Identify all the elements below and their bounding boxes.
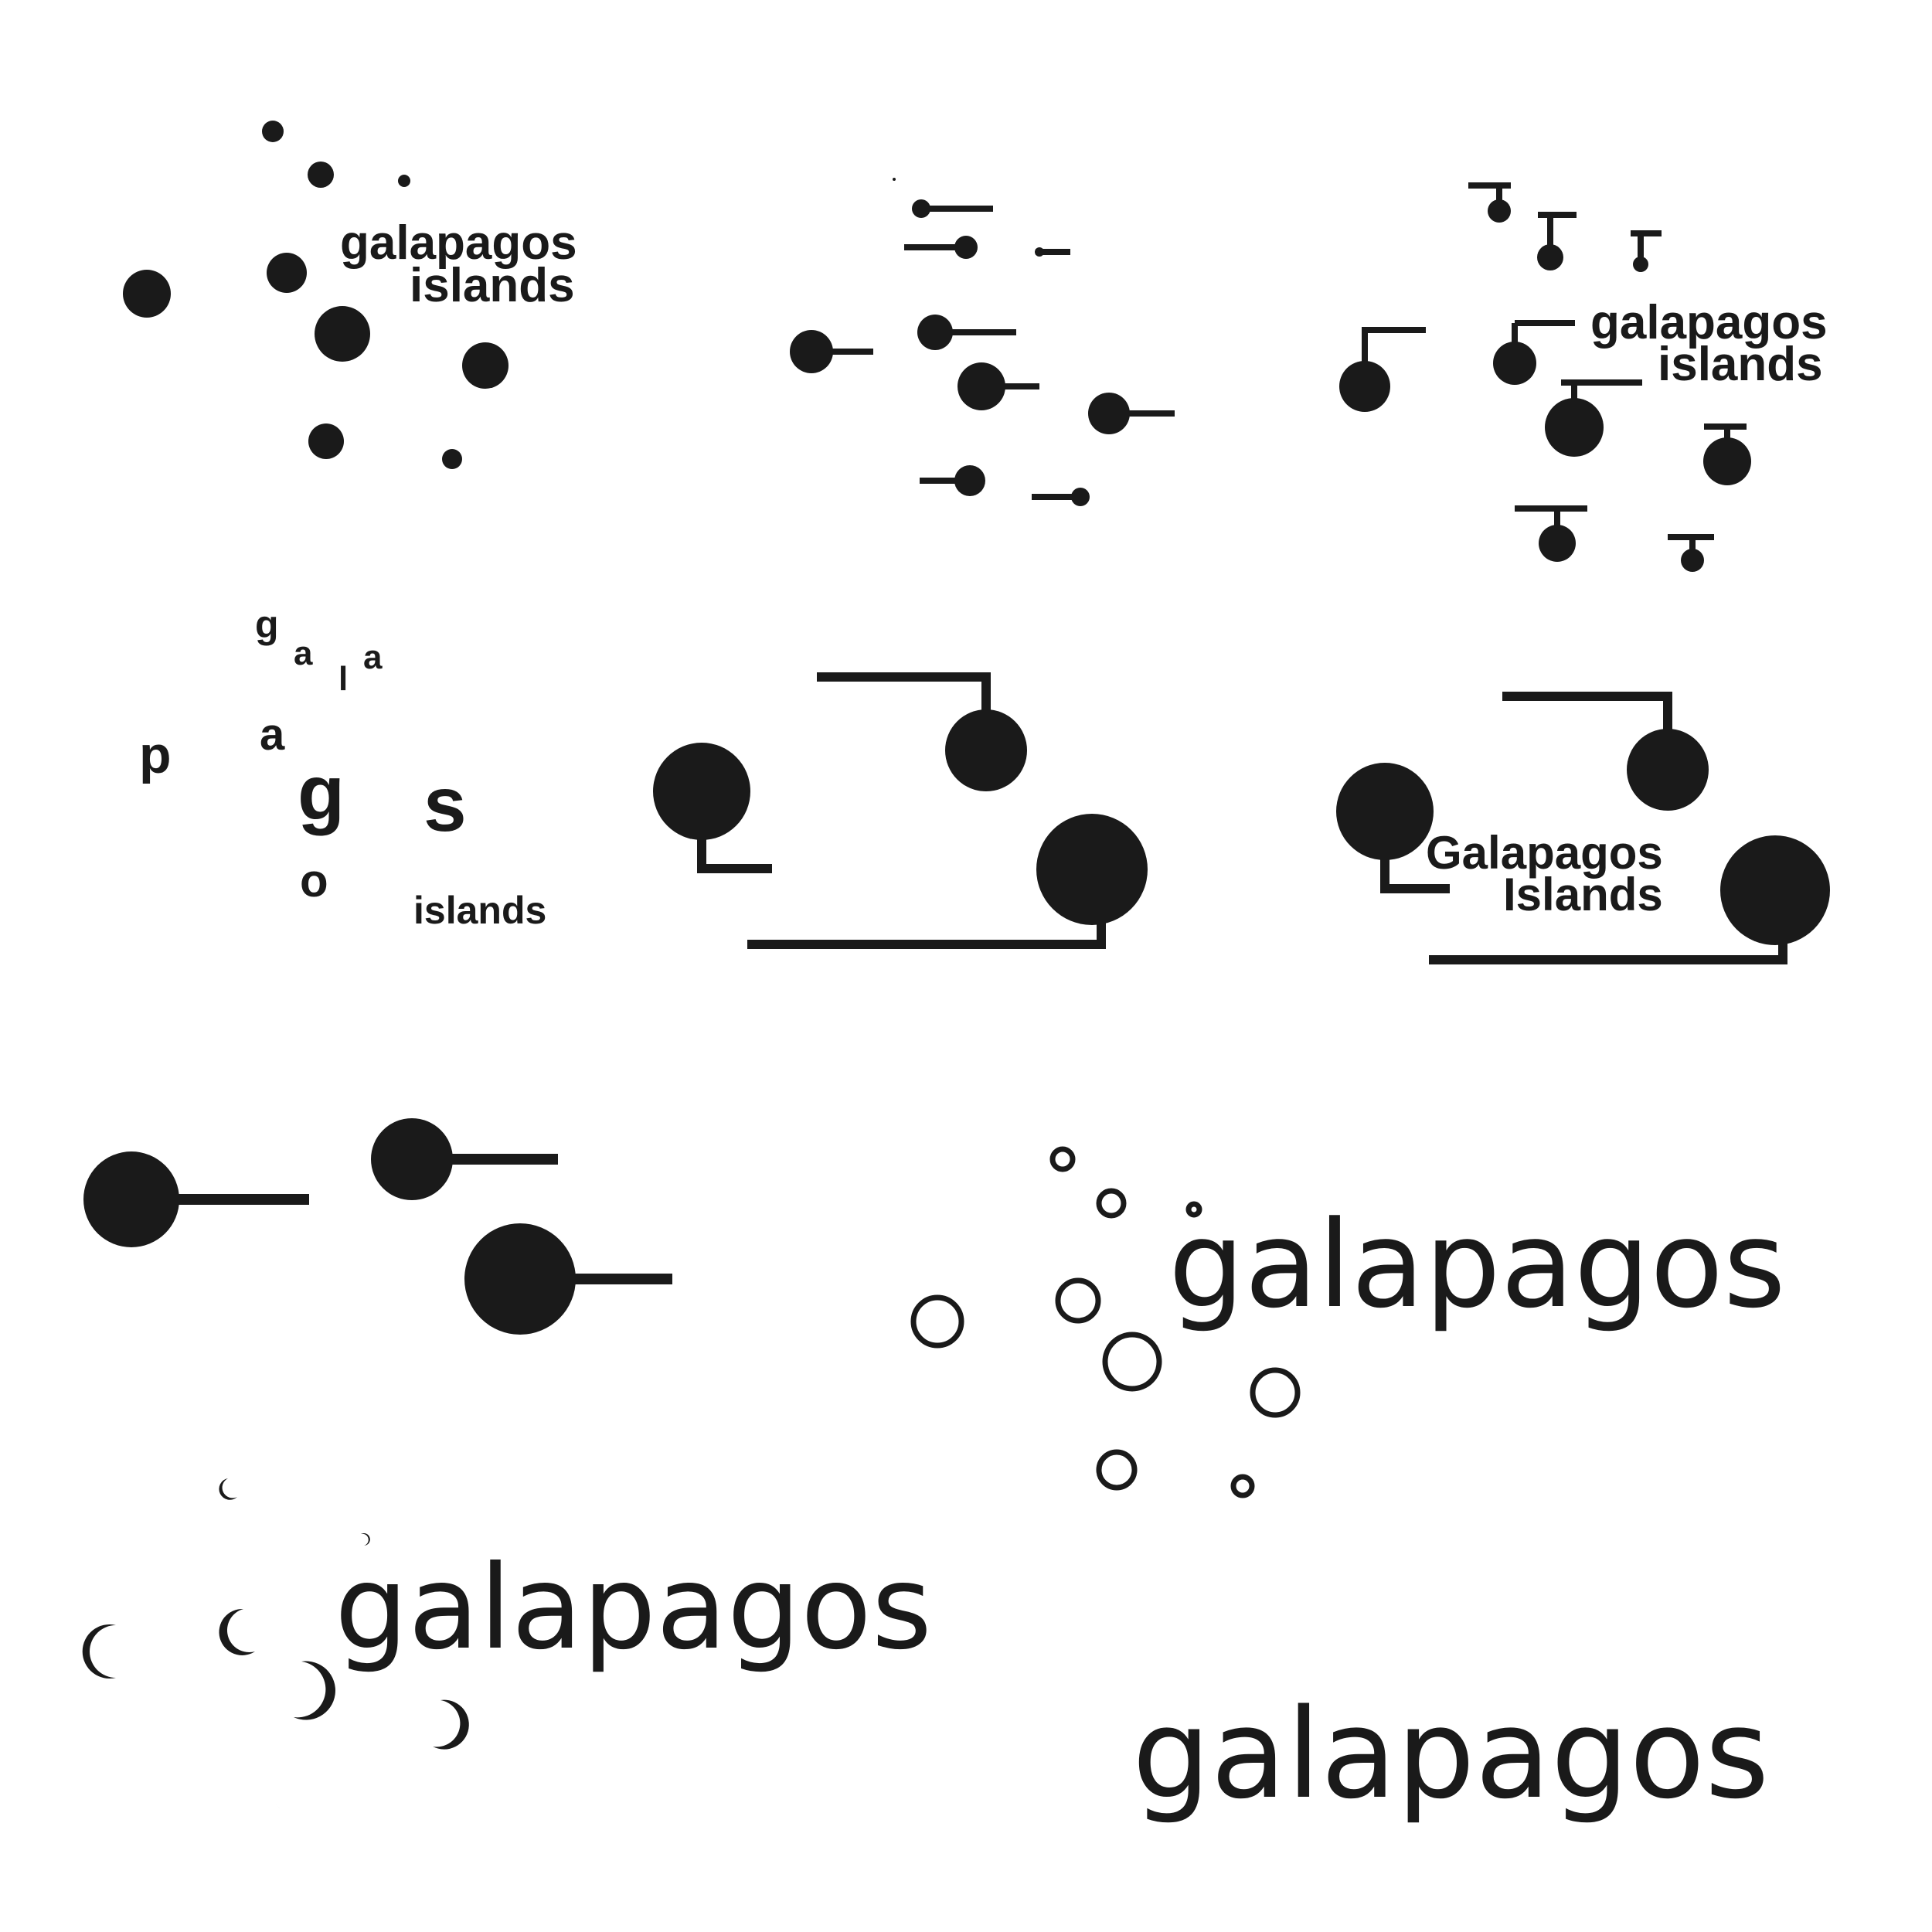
concept-crescents-wordmark: galapagos <box>82 1478 932 1825</box>
wordmark-islands: islands <box>413 889 546 932</box>
letter-g-large: g <box>298 750 345 836</box>
crescent-marks <box>82 1478 469 1825</box>
letter-s: s <box>423 761 467 848</box>
concept-ring-dots-wordmark: galapagos <box>910 1146 1786 1498</box>
concept-bracket-circles-wordmark: Galapagos Islands <box>1336 692 1830 964</box>
wordmark-galapagos: galapagos <box>335 1541 932 1675</box>
wordmark-galapagos: galapagos <box>340 216 577 270</box>
island-dots <box>123 121 509 469</box>
wordmark-galapagos: galapagos <box>1168 1195 1786 1335</box>
letter-g-small: g <box>255 603 279 646</box>
letter-o: o <box>300 855 328 906</box>
concept-lollipops <box>790 178 1175 506</box>
letter-l: l <box>338 660 348 698</box>
concept-bracket-circles <box>653 672 1148 949</box>
wordmark-galapagos: galapagos <box>1590 296 1828 349</box>
concept-three-lollipops <box>83 1118 672 1335</box>
wordmark-galapagos: galapagos <box>1132 1682 1770 1826</box>
wordmark-galapagos: Galapagos <box>1426 827 1663 879</box>
letter-p: p <box>139 726 172 784</box>
wordmark-islands: Islands <box>1503 869 1663 920</box>
concept-custom-letterforms: galapagos <box>1132 1682 1770 1826</box>
letter-a-3: a <box>260 709 285 760</box>
concept-dots-wordmark: galapagos islands <box>123 121 577 469</box>
concept-t-pins-wordmark: galapagos islands <box>1339 182 1828 572</box>
wordmark-islands: islands <box>1658 338 1823 391</box>
concept-scattered-letters: g a l a p a g o s islands <box>139 603 546 932</box>
wordmark-islands: islands <box>410 259 575 312</box>
letter-a-1: a <box>294 634 313 672</box>
letter-a-2: a <box>363 638 383 676</box>
